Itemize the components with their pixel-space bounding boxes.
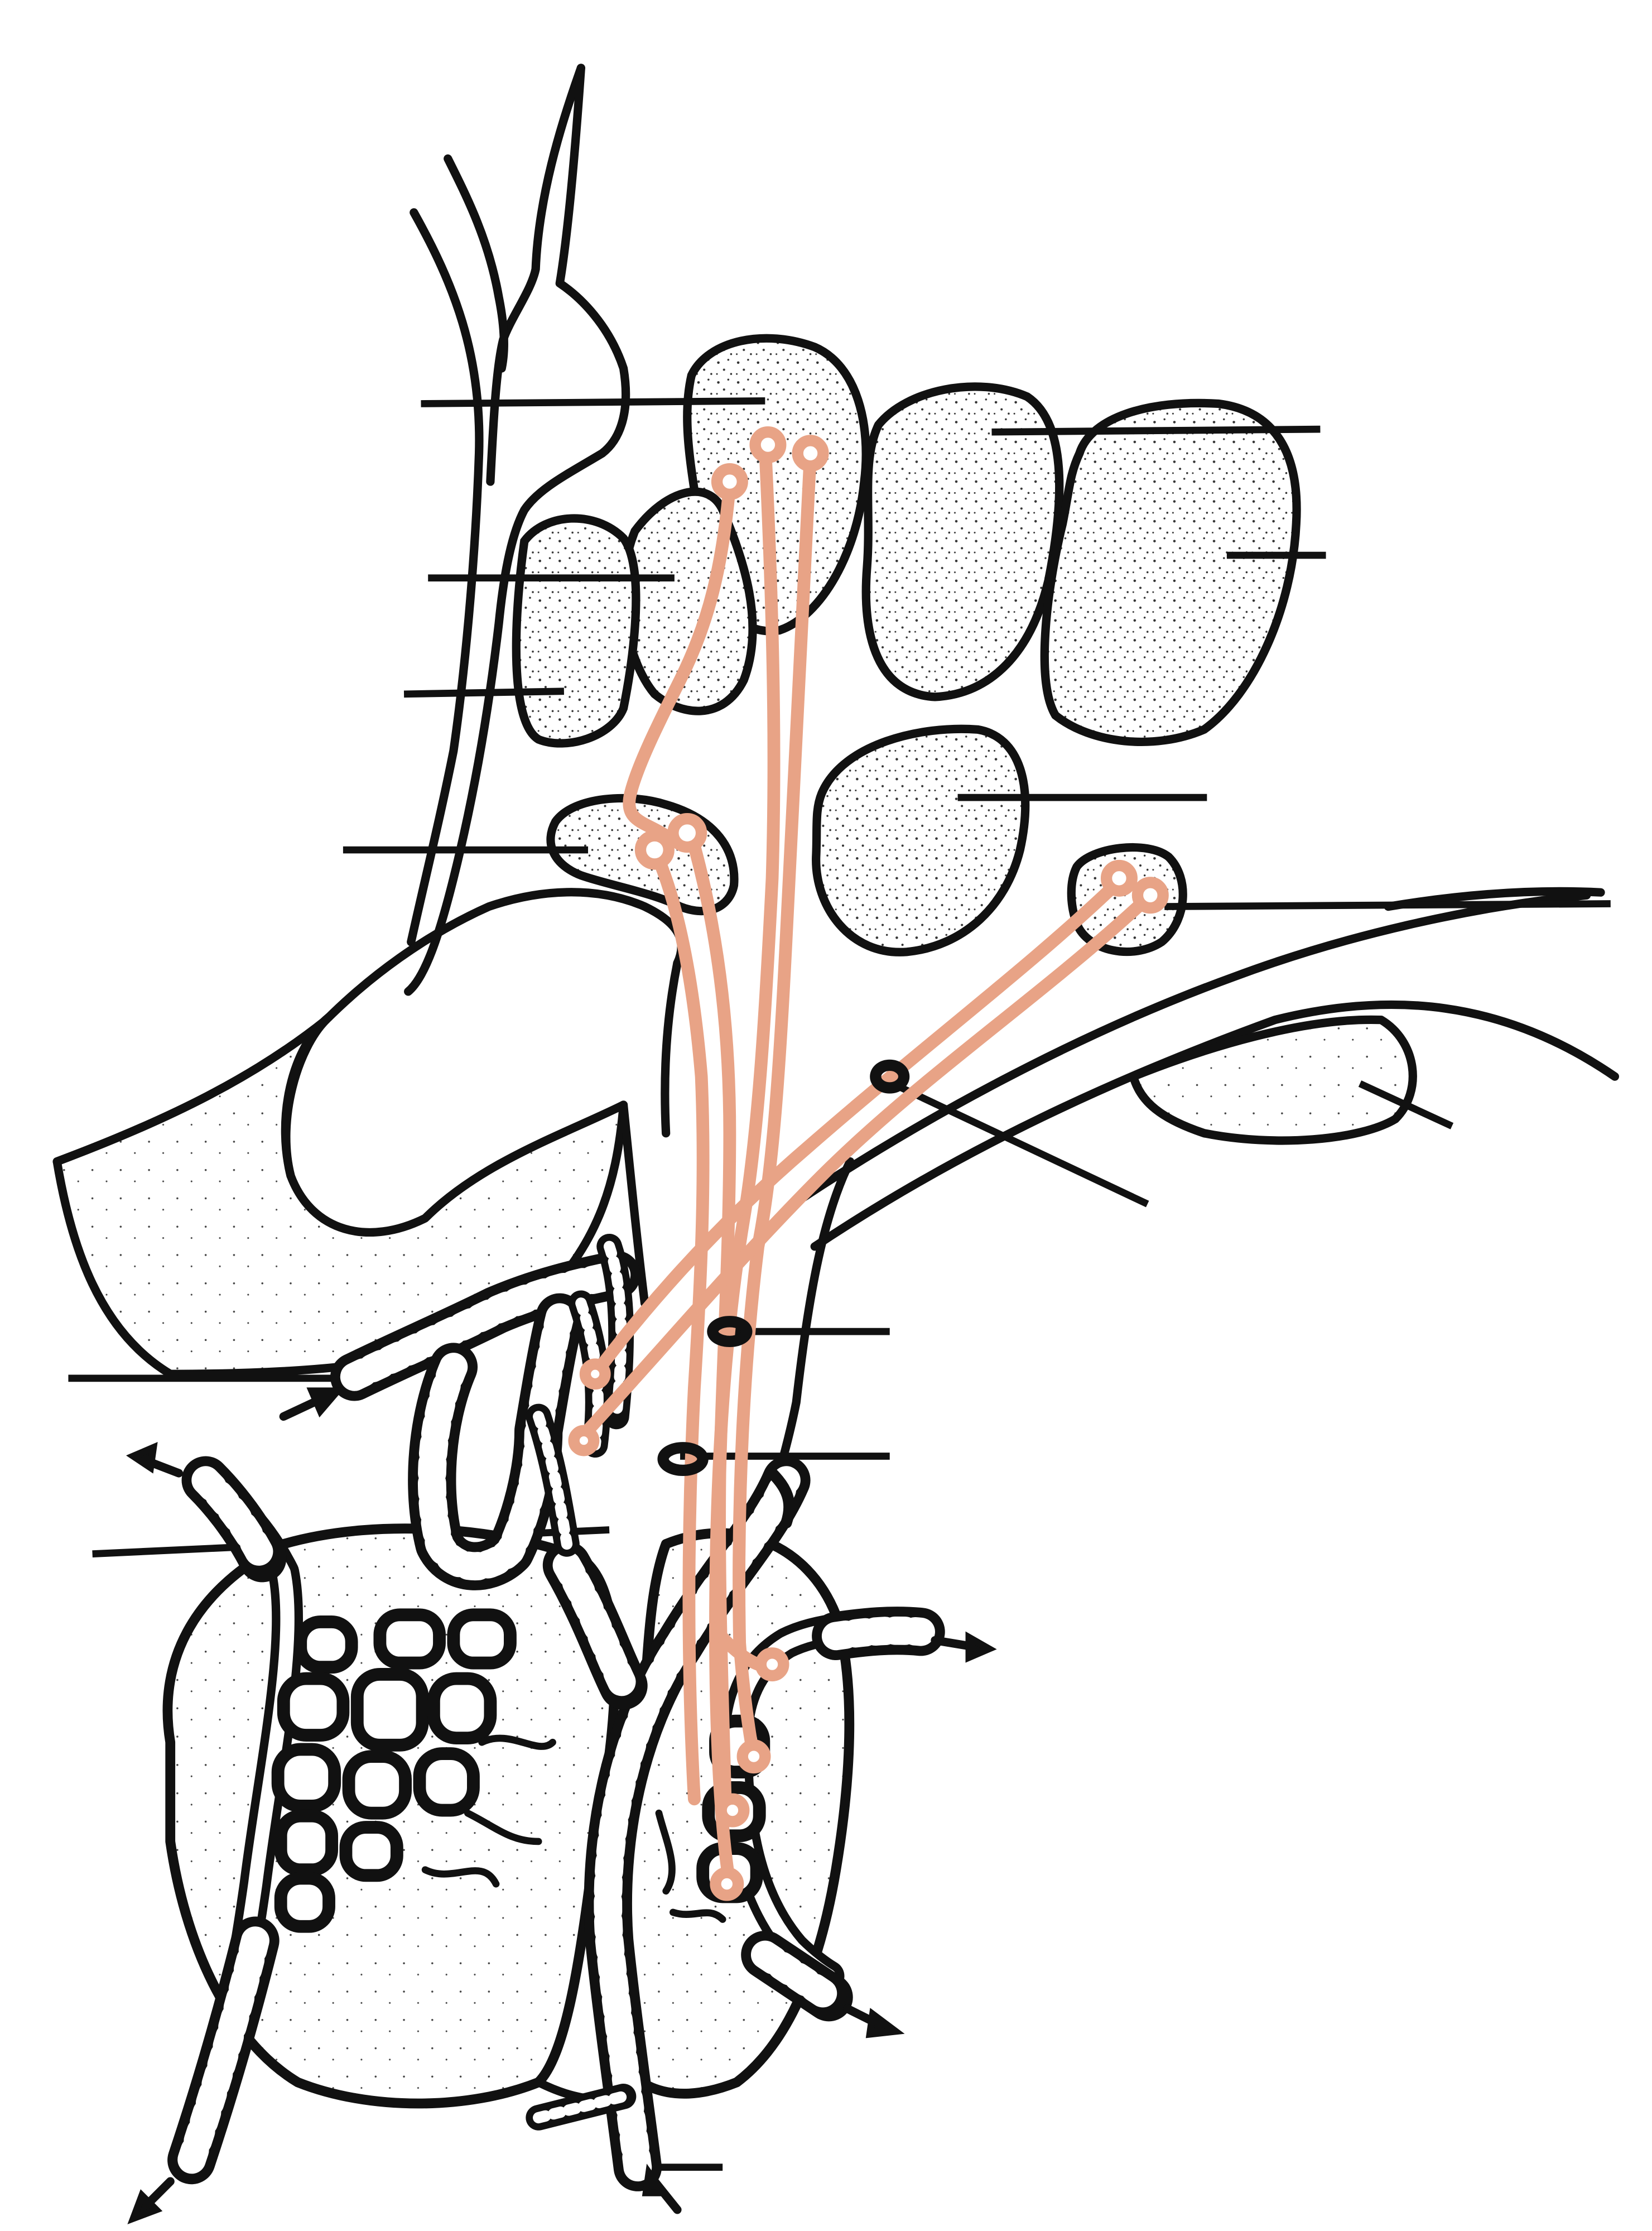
neurosecretory-tracts [574, 440, 1157, 1891]
sinusoid [274, 1872, 335, 1933]
nucleus-medial-preoptic [512, 514, 640, 748]
nucleus-ventromedial [861, 382, 1064, 701]
leader-line [421, 397, 765, 407]
leader-lines [68, 397, 1611, 2171]
sinusoid [413, 1747, 480, 1817]
soma-terminal [568, 1425, 600, 1456]
soma [792, 435, 829, 472]
soma-terminal [715, 1793, 750, 1828]
leader-line [1164, 900, 1611, 910]
sinusoid [350, 1667, 429, 1752]
soma [711, 463, 748, 501]
sinusoid [447, 1608, 517, 1670]
soma [634, 830, 675, 870]
sinusoid [271, 1743, 341, 1812]
sinusoid [277, 1672, 350, 1742]
leader-line [891, 1080, 1149, 1208]
ring-marker [657, 1442, 709, 1477]
leader-line [1358, 1080, 1454, 1129]
sinusoid [373, 1608, 446, 1670]
optic-tract [789, 887, 1620, 1251]
sinusoid [274, 1809, 339, 1877]
soma-terminal [736, 1739, 771, 1774]
soma-terminal [710, 1867, 744, 1901]
sinusoid [342, 1750, 412, 1820]
leader-line [991, 425, 1321, 436]
sinusoid [294, 1615, 358, 1674]
ring-marker [870, 1059, 910, 1094]
soma-terminal [579, 1358, 611, 1390]
sinusoid [427, 1672, 497, 1745]
flow-arrows [126, 1387, 997, 2224]
neurosecretory-somata [568, 426, 1169, 1901]
soma-terminal [755, 1647, 789, 1682]
soma [667, 813, 707, 853]
soma [1131, 877, 1169, 914]
nucleus-posterior [1040, 398, 1301, 747]
soma [749, 426, 787, 464]
nucleus-arcuate [812, 724, 1030, 956]
leader-line [403, 687, 565, 698]
hypothalamic-floor [52, 888, 686, 1378]
sinusoid [339, 1821, 403, 1882]
ring-marker [707, 1316, 753, 1348]
tract-rings [657, 1059, 910, 1528]
soma [1100, 859, 1138, 897]
